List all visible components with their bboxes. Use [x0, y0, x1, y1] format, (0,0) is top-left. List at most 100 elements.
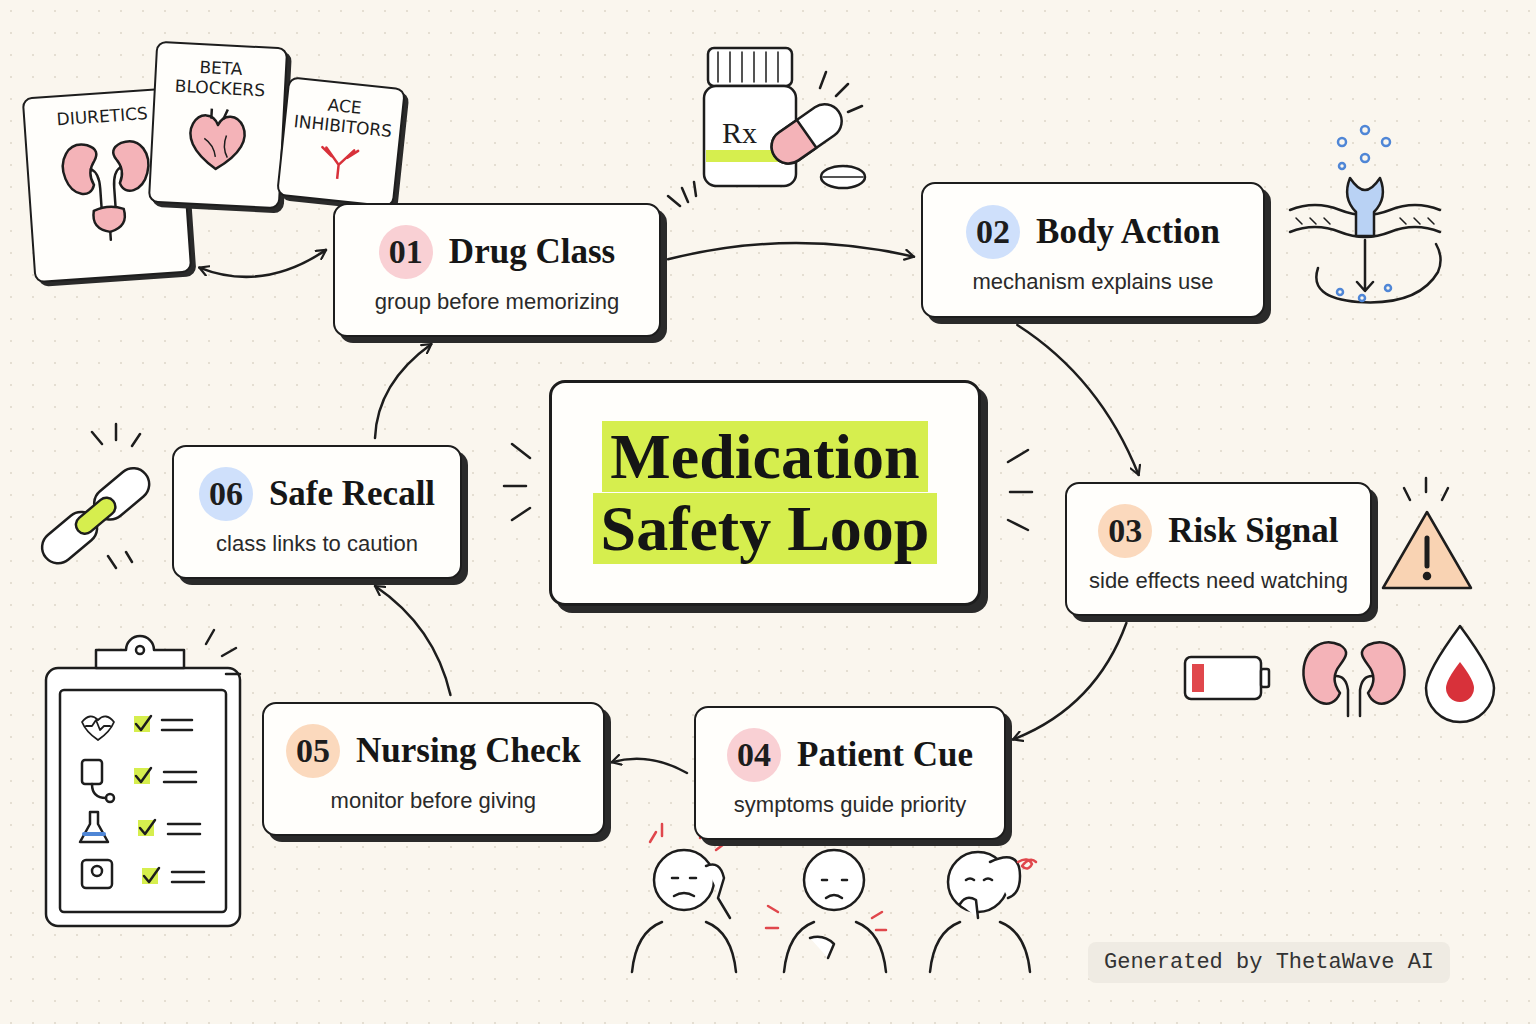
sketch-path [211, 108, 228, 119]
sketch-circle [1361, 126, 1369, 134]
title-box: Medication Safety Loop [549, 380, 981, 606]
sketch-circle [1382, 138, 1390, 146]
sketch-g [134, 716, 159, 884]
sketch-path [706, 865, 730, 919]
sketch-path [162, 720, 204, 882]
connector-arrow [668, 243, 914, 259]
warning-sign [1383, 478, 1471, 588]
box-body: mechanism explains use [973, 269, 1214, 295]
sketch-path [319, 147, 358, 181]
sketch-path [1347, 178, 1383, 236]
card-label: ACE INHIBITORS [293, 91, 395, 142]
card-icon [288, 138, 389, 184]
sketch-circle [1337, 289, 1343, 295]
box-body: symptoms guide priority [734, 792, 966, 818]
box-heading: Nursing Check [356, 731, 581, 771]
sketch-path [1446, 662, 1474, 702]
box-body: class links to caution [216, 531, 418, 557]
connector-arrow [612, 759, 687, 773]
sketch-path [1018, 859, 1036, 868]
box-body: group before memorizing [375, 289, 620, 315]
sketch-path [203, 134, 228, 157]
sketch-path [136, 716, 151, 730]
connector-arrow [375, 586, 450, 695]
sketch-g [36, 462, 156, 570]
drug-card: BETA BLOCKERS [148, 41, 288, 210]
sketch-path [140, 820, 155, 834]
sketch-rect [708, 48, 792, 86]
receptor [1290, 126, 1441, 302]
sketch-path [1425, 538, 1430, 566]
sketch-rect [138, 820, 154, 836]
box-header: 04Patient Cue [727, 728, 973, 782]
sketch-rect [1185, 657, 1261, 699]
box-heading: Body Action [1036, 212, 1220, 252]
sketch-rect [134, 716, 150, 732]
sketch-path [1303, 642, 1346, 703]
clipboard [46, 630, 240, 926]
sketch-path [144, 868, 159, 882]
sketch-circle [1424, 573, 1430, 579]
blood-drop [1426, 626, 1494, 722]
watermark: Generated by ThetaWave AI [1088, 942, 1450, 983]
pill-bottle [668, 48, 865, 206]
sketch-rect [60, 690, 226, 912]
sketch-rect [82, 760, 102, 784]
box-header: 01 Drug Class [379, 225, 615, 279]
title: Medication Safety Loop [572, 421, 958, 564]
drug-card: ACE INHIBITORS [276, 76, 406, 208]
process-box: 03Risk Signalside effects need watching [1065, 482, 1372, 616]
process-box: 05 Nursing Check monitor before giving [262, 702, 605, 836]
sketch-circle [1385, 285, 1391, 291]
sketch-path [960, 898, 978, 918]
vessel-icon [307, 140, 370, 182]
connector-arrow [375, 344, 431, 438]
sketch-path [1362, 642, 1405, 703]
callout-number: 01 [379, 225, 433, 279]
sketch-g [319, 147, 358, 181]
callout-number: 02 [966, 205, 1020, 259]
sketch-path [1404, 478, 1448, 500]
box-header: 05 Nursing Check [286, 724, 581, 778]
kidneys-icon [1303, 642, 1404, 716]
sketch-path [718, 52, 778, 82]
sketch-path [96, 636, 184, 668]
battery-icon [1185, 657, 1269, 699]
sketch-circle [1359, 295, 1365, 301]
chain-links [36, 424, 156, 570]
sketch-path [189, 114, 246, 170]
title-text: Medication Safety Loop [593, 421, 938, 564]
sketch-rect [134, 768, 150, 784]
box-header: 06Safe Recall [199, 467, 435, 521]
box-heading: Drug Class [449, 232, 615, 272]
sketch-path [1383, 512, 1471, 588]
sketch-path [136, 768, 151, 782]
sketch-path [82, 716, 114, 740]
sketch-rect [72, 494, 119, 537]
sketch-path [1426, 626, 1494, 722]
kidney-icon [58, 129, 155, 245]
process-box: 01 Drug Class group before memorizing [333, 203, 661, 337]
sketch-path [92, 784, 106, 798]
sketch-g [61, 140, 153, 243]
patients [632, 824, 1036, 972]
box-header: 03Risk Signal [1098, 504, 1338, 558]
sketch-path [810, 937, 834, 958]
callout-number: 05 [286, 724, 340, 778]
sketch-g [765, 98, 848, 171]
box-body: monitor before giving [331, 788, 536, 814]
box-heading: Risk Signal [1168, 511, 1338, 551]
sketch-circle [804, 850, 864, 910]
card-icon [159, 102, 275, 178]
sketch-circle [1338, 138, 1346, 146]
connector-arrow [199, 250, 326, 277]
heart-icon [180, 103, 254, 177]
process-box: 04Patient Cue symptoms guide priority [694, 706, 1006, 840]
sketch-circle [92, 866, 102, 876]
sketch-path [1336, 676, 1372, 716]
sketch-rect [765, 98, 848, 171]
sketch-circle [1361, 154, 1369, 162]
sketch-path [92, 424, 140, 568]
connector-arrow [1017, 325, 1138, 475]
